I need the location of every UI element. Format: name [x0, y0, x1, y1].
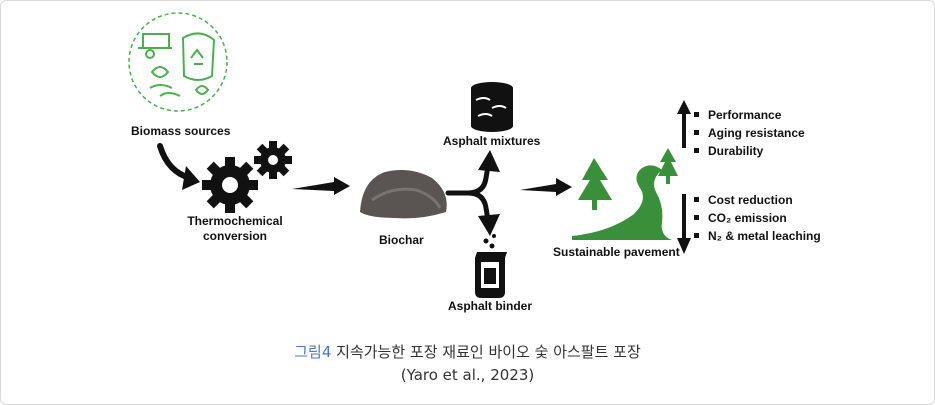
increase-arrow-icon	[677, 100, 691, 148]
asphalt-mixture-drum-icon	[471, 82, 513, 132]
biomass-sources-label: Biomass sources	[131, 124, 231, 138]
figure-caption: 그림4 지속가능한 포장 재료인 바이오 숯 아스팔트 포장	[0, 341, 935, 362]
fork-arrow-up-head-icon	[478, 150, 500, 172]
figure-source: (Yaro et al., 2023)	[400, 366, 535, 384]
increase-item: Aging resistance	[691, 124, 805, 142]
biochar-label: Biochar	[379, 233, 424, 247]
asphalt-binder-beaker-icon	[475, 234, 507, 298]
sustainable-pavement-icon	[572, 148, 678, 240]
increase-list: Performance Aging resistance Durability	[691, 106, 805, 160]
biochar-process-diagram	[128, 12, 691, 298]
arrow-to-pavement-icon	[520, 178, 572, 196]
decrease-item: CO₂ emission	[691, 209, 821, 227]
decrease-arrow-icon	[677, 194, 691, 254]
increase-item: Performance	[691, 106, 805, 124]
thermochemical-conversion-label: Thermochemical conversion	[180, 214, 290, 244]
curved-arrow-head-icon	[182, 166, 200, 190]
sustainable-pavement-label: Sustainable pavement	[553, 245, 680, 259]
gears-icon	[202, 141, 292, 213]
asphalt-binder-label: Asphalt binder	[448, 299, 533, 313]
decrease-list: Cost reduction CO₂ emission N₂ & metal l…	[691, 191, 821, 245]
biochar-pile-icon	[360, 170, 447, 219]
decrease-item: N₂ & metal leaching	[691, 227, 821, 245]
arrow-right-icon	[292, 177, 350, 195]
asphalt-mixtures-label: Asphalt mixtures	[443, 134, 541, 148]
figure-title: 지속가능한 포장 재료인 바이오 숯 아스팔트 포장	[336, 343, 641, 361]
biomass-sources-icon	[128, 12, 228, 112]
fork-arrow-icon	[445, 163, 491, 223]
figure-number: 그림4	[294, 343, 332, 361]
increase-item: Durability	[691, 142, 805, 160]
fork-arrow-down-head-icon	[478, 214, 500, 236]
decrease-item: Cost reduction	[691, 191, 821, 209]
thermochemical-line2: conversion	[202, 229, 268, 243]
thermochemical-line1: Thermochemical	[187, 214, 283, 228]
